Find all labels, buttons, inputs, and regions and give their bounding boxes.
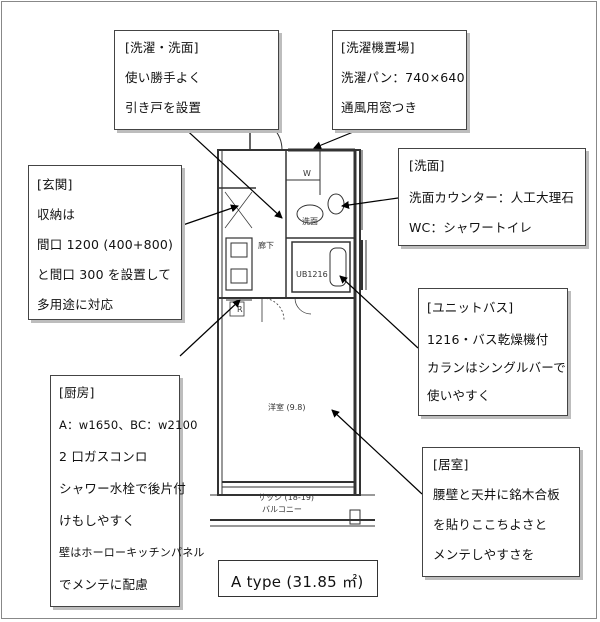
callout-washroom: [洗面] 洗面カウンター：人工大理石 WC：シャワートイレ bbox=[398, 148, 586, 246]
callout-text: 使いやすく bbox=[427, 388, 491, 403]
callout-text: 通風用窓つき bbox=[341, 100, 418, 115]
callout-text: 2 口ガスコンロ bbox=[59, 449, 148, 464]
callout-text: を貼りここちよさと bbox=[433, 517, 548, 532]
callout-title: [厨房] bbox=[59, 385, 95, 400]
plan-label-bath: UB1216 bbox=[296, 270, 328, 279]
callout-text: でメンテに配慮 bbox=[59, 577, 148, 592]
plan-label-room: 洋室 (9.8) bbox=[268, 402, 306, 412]
plan-caption: A type (31.85 ㎡) bbox=[218, 560, 378, 597]
callout-entrance: [玄関] 収納は 間口 1200 (400+800) と間口 300 を設置して… bbox=[28, 165, 182, 320]
callout-text: 壁はホーローキッチンパネル bbox=[59, 546, 205, 559]
callout-laundry-place: [洗濯機置場] 洗濯パン：740×640 通風用窓つき bbox=[332, 30, 467, 130]
callout-kitchen: [厨房] A：w1650、BC：w2100 2 口ガスコンロ シャワー水栓で後片… bbox=[50, 375, 204, 607]
callout-unit-bath: [ユニットバス] 1216・バス乾燥機付 カランはシングルバーで 使いやすく bbox=[418, 288, 568, 416]
arrow-unit-bath bbox=[339, 275, 419, 349]
plan-caption-text: A type (31.85 ㎡) bbox=[231, 573, 364, 591]
arrow-kitchen bbox=[179, 299, 241, 357]
callout-text: 1216・バス乾燥機付 bbox=[427, 332, 549, 347]
callout-text: A：w1650、BC：w2100 bbox=[59, 418, 198, 432]
plan-label-r: R bbox=[237, 305, 243, 314]
callout-text: 多用途に対応 bbox=[37, 297, 114, 312]
callout-text: と間口 300 を設置して bbox=[37, 267, 172, 282]
callout-text: 腰壁と天井に銘木合板 bbox=[433, 487, 561, 502]
callout-title: [洗濯機置場] bbox=[341, 40, 415, 55]
callout-title: [洗面] bbox=[409, 158, 445, 173]
plan-label-sash: サッシ (18-19) bbox=[258, 493, 314, 502]
callout-text: WC：シャワートイレ bbox=[409, 220, 533, 235]
callout-text: 収納は bbox=[37, 207, 76, 222]
callout-text: 洗濯パン：740×640 bbox=[341, 70, 465, 85]
callout-text: 引き戸を設置 bbox=[125, 100, 202, 115]
plan-label-hall: 廊下 bbox=[258, 240, 274, 250]
plan-label-w: W bbox=[303, 169, 311, 178]
arrow-entrance bbox=[179, 204, 239, 227]
plan-label-balcony: バルコニー bbox=[262, 505, 302, 514]
arrow-living bbox=[331, 409, 423, 495]
callout-text: シャワー水栓で後片付 bbox=[59, 481, 187, 496]
callout-title: [ユニットバス] bbox=[427, 300, 514, 315]
plan-label-wash: 洗面 bbox=[302, 216, 318, 226]
outer-wall bbox=[217, 149, 361, 496]
callout-laundry-wash: [洗濯・洗面] 使い勝手よく 引き戸を設置 bbox=[114, 30, 279, 130]
callout-living: [居室] 腰壁と天井に銘木合板 を貼りここちよさと メンテしやすさを bbox=[422, 447, 580, 577]
arrow-washroom bbox=[341, 197, 399, 209]
callout-text: けもしやすく bbox=[59, 513, 136, 528]
callout-title: [玄関] bbox=[37, 177, 73, 192]
callout-text: 間口 1200 (400+800) bbox=[37, 237, 174, 252]
callout-text: メンテしやすさを bbox=[433, 547, 535, 562]
arrow-laundry-place bbox=[313, 129, 359, 150]
callout-title: [居室] bbox=[433, 457, 469, 472]
callout-text: 洗面カウンター：人工大理石 bbox=[409, 190, 575, 205]
arrow-laundry-wash bbox=[179, 123, 283, 219]
callout-title: [洗濯・洗面] bbox=[125, 40, 199, 55]
callout-text: 使い勝手よく bbox=[125, 70, 202, 85]
callout-text: カランはシングルバーで bbox=[427, 360, 566, 375]
